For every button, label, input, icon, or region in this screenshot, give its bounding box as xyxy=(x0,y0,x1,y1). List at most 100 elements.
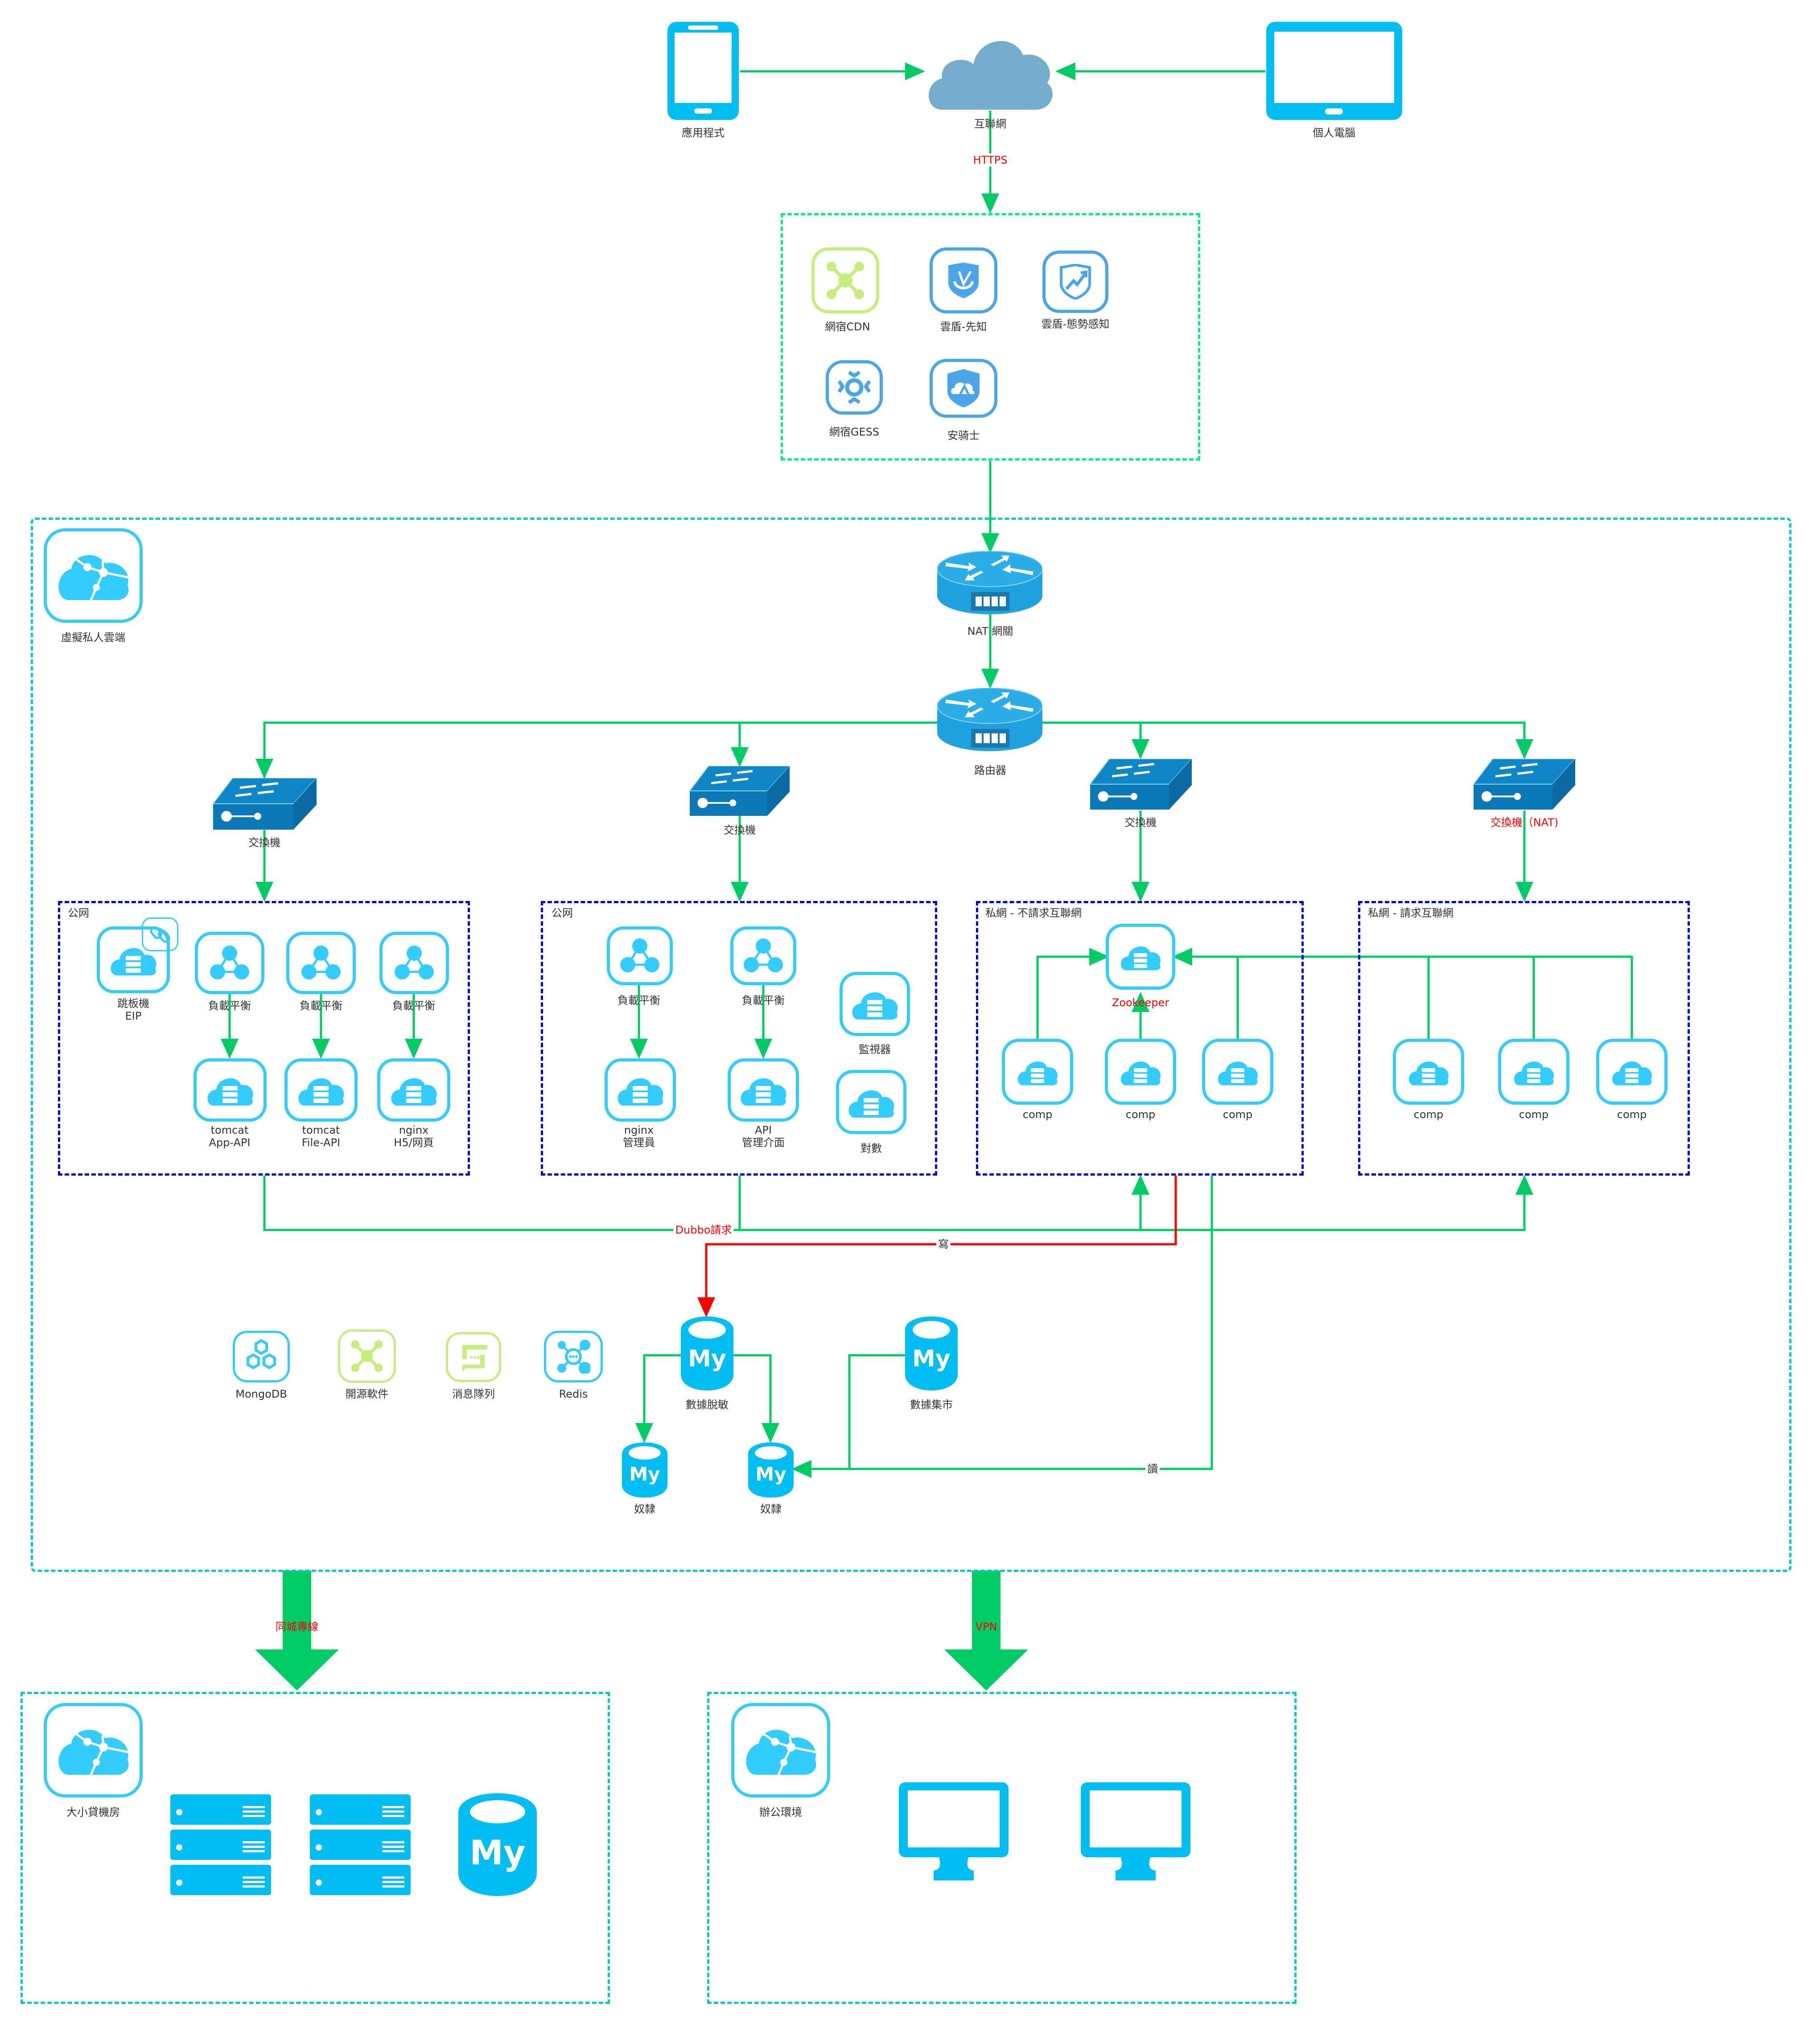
idc-server-rack-2[interactable] xyxy=(310,1794,411,1895)
mysql-badge: My xyxy=(469,1833,525,1872)
security-item-gess-label: 網宿GESS xyxy=(829,426,880,438)
comp-node[interactable] xyxy=(1105,1039,1176,1105)
server-label-1: nginx xyxy=(624,1124,654,1136)
load-balancer-icon xyxy=(395,946,434,979)
load-balancer-label: 負載平衡 xyxy=(742,994,785,1007)
comp-node[interactable] xyxy=(1202,1039,1273,1105)
idc-server-rack-1[interactable] xyxy=(170,1794,271,1895)
server-rack-icon xyxy=(310,1794,411,1895)
router-icon xyxy=(937,551,1043,614)
private-cloud-icon xyxy=(746,1730,818,1775)
middleware-message-queue[interactable] xyxy=(446,1332,501,1382)
security-item-situation[interactable] xyxy=(1042,251,1108,313)
comp-label: comp xyxy=(1223,1108,1253,1121)
switch-1[interactable] xyxy=(212,777,318,830)
office-logo xyxy=(731,1703,830,1798)
mysql-icon: My xyxy=(905,1316,958,1390)
security-item-cdn[interactable] xyxy=(811,247,879,313)
cloud-server-icon xyxy=(852,992,898,1020)
comp-label: comp xyxy=(1519,1108,1549,1121)
private-cloud-icon xyxy=(58,555,131,600)
zone-public-2-title: 公网 xyxy=(552,907,573,919)
middleware-mongodb[interactable] xyxy=(233,1331,290,1382)
middleware-opensource[interactable] xyxy=(338,1329,396,1383)
zone-private-internet xyxy=(1358,901,1690,1176)
server-label-2: H5/网頁 xyxy=(394,1136,434,1149)
nat-label: NAT 網關 xyxy=(967,625,1013,638)
load-balancer[interactable] xyxy=(379,932,449,994)
office-monitor-2[interactable] xyxy=(1081,1782,1190,1880)
office-monitor-1[interactable] xyxy=(899,1782,1009,1880)
middleware-opensource-label: 開源軟件 xyxy=(346,1388,388,1400)
load-balancer-icon xyxy=(744,938,783,972)
server-label-1: tomcat xyxy=(302,1124,340,1136)
router[interactable] xyxy=(937,687,1043,751)
switch-4[interactable] xyxy=(1473,758,1577,810)
big-arrow-vpn xyxy=(944,1571,1028,1691)
zone-public-1 xyxy=(58,901,470,1176)
comp-node[interactable] xyxy=(1596,1039,1668,1105)
middleware-redis-label: Redis xyxy=(559,1388,588,1400)
redis-icon xyxy=(557,1340,590,1374)
jump-host-label-2: EIP xyxy=(125,1010,142,1022)
cloud-server-icon xyxy=(298,1078,344,1106)
load-balancer[interactable] xyxy=(195,932,264,994)
switch-icon xyxy=(689,765,791,816)
server-nginx-admin[interactable] xyxy=(605,1058,676,1122)
comp-label: comp xyxy=(1022,1108,1053,1121)
security-item-cdn-label: 網宿CDN xyxy=(825,321,870,333)
db-mart[interactable]: My xyxy=(905,1316,958,1391)
wire-master-slave1 xyxy=(635,1354,689,1443)
router-icon xyxy=(937,687,1043,751)
load-balancer[interactable] xyxy=(730,926,796,985)
zookeeper[interactable] xyxy=(1106,924,1175,990)
https-label: HTTPS xyxy=(971,153,1009,167)
comp-node[interactable] xyxy=(1002,1039,1073,1105)
middleware-redis[interactable] xyxy=(544,1331,603,1382)
zone-private-no-internet xyxy=(976,901,1304,1176)
app-device[interactable] xyxy=(667,22,739,120)
shield-trend-icon xyxy=(1060,264,1091,300)
db-master[interactable]: My xyxy=(681,1316,733,1391)
zone-public-1-title: 公网 xyxy=(68,907,89,919)
security-item-xianzhi-label: 雲盾-先知 xyxy=(940,321,987,333)
db-slave-2[interactable]: My xyxy=(748,1442,794,1498)
wire-dubbo-bus xyxy=(263,1175,1533,1231)
switch-icon xyxy=(1089,758,1193,810)
db-slave-label: 奴隸 xyxy=(760,1503,782,1515)
cloud-server-icon xyxy=(618,1078,663,1106)
db-slave-1[interactable]: My xyxy=(622,1442,667,1498)
switch-4-label: 交換機（NAT) xyxy=(1490,816,1559,829)
nat-gateway[interactable] xyxy=(937,551,1043,614)
load-balancer[interactable] xyxy=(607,926,673,985)
pc-device[interactable] xyxy=(1266,22,1402,120)
load-balancer-label: 負載平衡 xyxy=(300,1000,342,1012)
idc-database[interactable]: My xyxy=(458,1793,537,1896)
comp-node[interactable] xyxy=(1393,1039,1464,1105)
zone-public-2 xyxy=(541,901,937,1176)
load-balancer-label: 負載平衡 xyxy=(618,994,660,1007)
server-monitor[interactable] xyxy=(840,972,910,1036)
security-item-gess[interactable] xyxy=(826,360,883,415)
load-balancer[interactable] xyxy=(286,932,356,994)
switch-2[interactable] xyxy=(688,765,791,816)
office-label: 辦公環境 xyxy=(759,1806,802,1818)
server-api-admin[interactable] xyxy=(728,1058,799,1122)
comp-label: comp xyxy=(1125,1108,1156,1121)
idc-region xyxy=(21,1692,610,2004)
switch-3[interactable] xyxy=(1089,758,1193,810)
server-logs[interactable] xyxy=(836,1070,906,1134)
middleware-mongodb-label: MongoDB xyxy=(235,1388,287,1400)
comp-node[interactable] xyxy=(1498,1039,1569,1105)
security-item-xianzhi[interactable] xyxy=(930,247,997,313)
server-rack-icon xyxy=(170,1794,271,1895)
server-monitor-label: 監視器 xyxy=(859,1043,891,1056)
server-nginx-h5[interactable] xyxy=(377,1058,450,1122)
mysql-icon: My xyxy=(681,1316,733,1390)
message-queue-icon xyxy=(462,1345,487,1372)
tablet-icon xyxy=(1266,22,1402,120)
load-balancer-icon xyxy=(301,946,341,979)
server-tomcat-file-api[interactable] xyxy=(284,1058,358,1122)
server-tomcat-app-api[interactable] xyxy=(194,1058,267,1122)
security-item-anqishi[interactable] xyxy=(930,359,997,418)
